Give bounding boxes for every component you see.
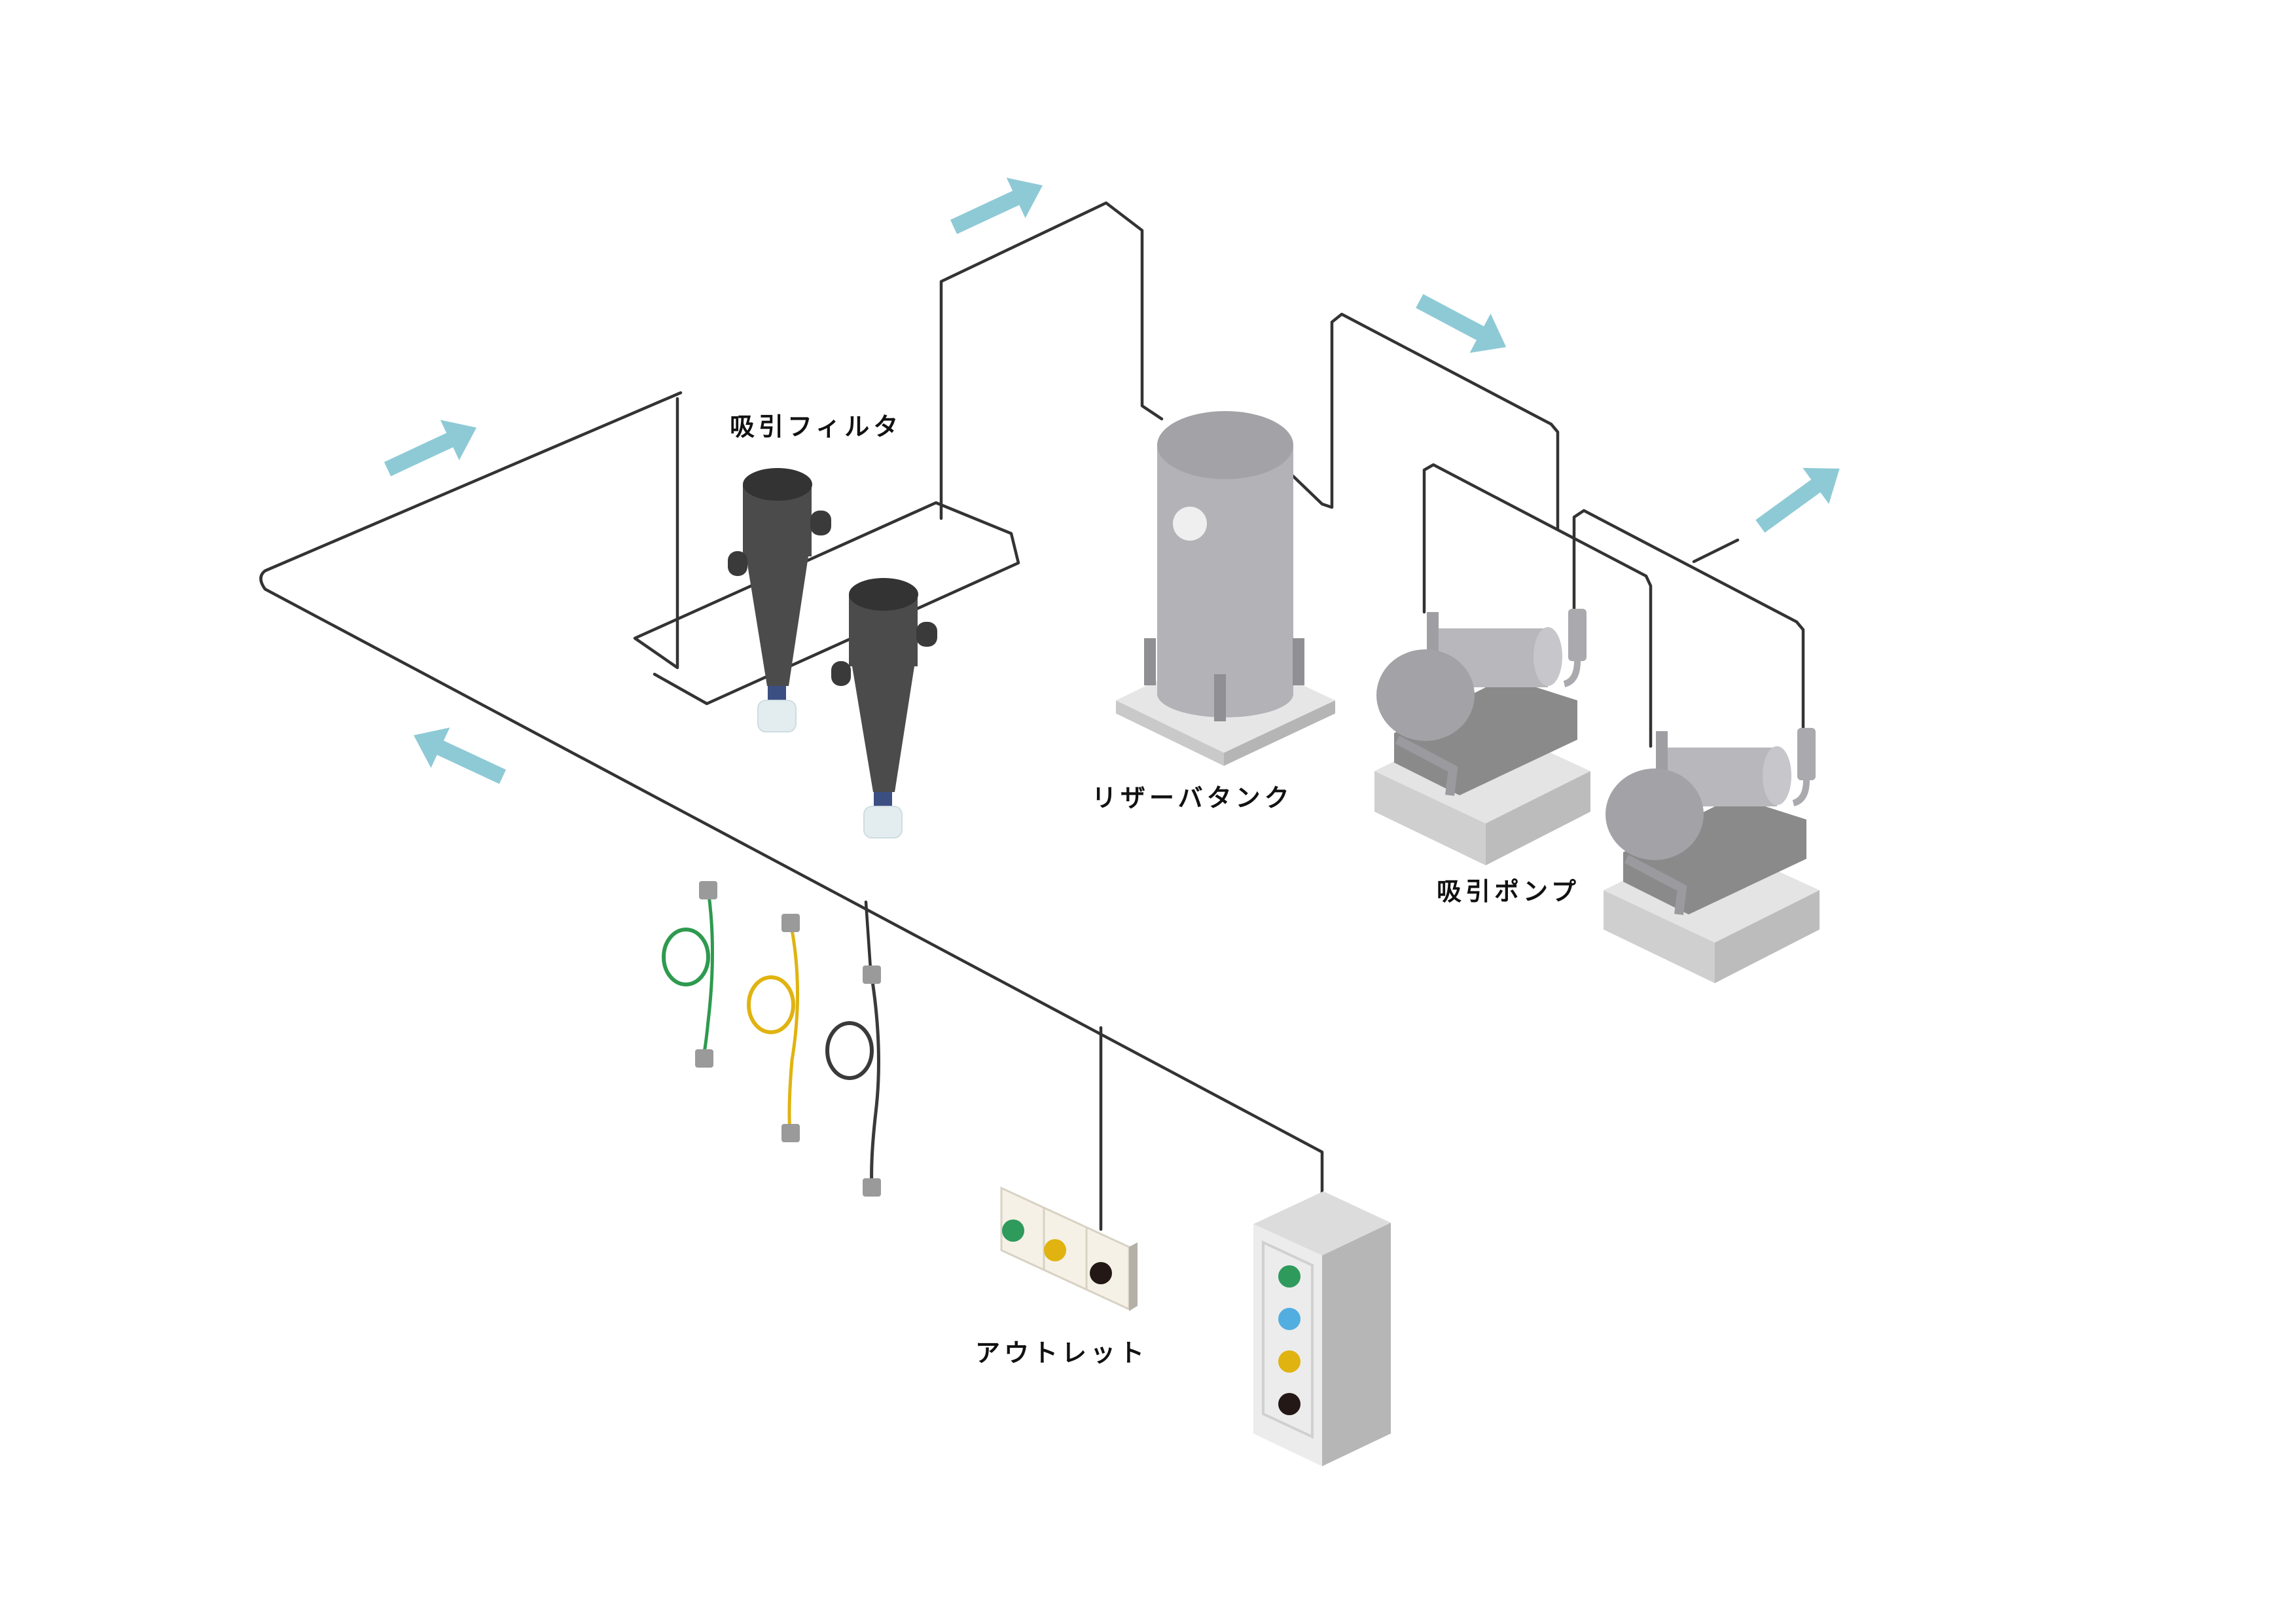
pump-header-pipe bbox=[1286, 312, 1560, 531]
outlet-port-yellow[interactable] bbox=[1044, 1239, 1066, 1261]
suction-filter-left[interactable] bbox=[728, 468, 831, 732]
indicator-yellow bbox=[1278, 1350, 1300, 1373]
main-loop-pipe bbox=[259, 391, 1324, 1226]
arrow-icon bbox=[378, 407, 486, 490]
hose-yellow[interactable] bbox=[747, 914, 800, 1142]
arrow-icon bbox=[1408, 281, 1517, 367]
reservoir-tank[interactable] bbox=[1116, 411, 1335, 766]
arrow-icon bbox=[1747, 450, 1853, 545]
outlet-port-black[interactable] bbox=[1090, 1262, 1112, 1284]
indicator-green bbox=[1278, 1265, 1300, 1288]
reservoir-tank-label: リザーバタンク bbox=[1092, 784, 1293, 812]
indicator-black bbox=[1278, 1393, 1300, 1415]
suction-filter-right[interactable] bbox=[831, 578, 937, 839]
piping bbox=[259, 201, 1805, 1231]
hose-black[interactable] bbox=[825, 965, 881, 1197]
indicator-blue bbox=[1278, 1308, 1300, 1330]
tank-inlet-pipe bbox=[939, 201, 1164, 520]
suction-pump-label: 吸引ポンプ bbox=[1437, 877, 1580, 906]
hose-drop-pipe bbox=[864, 900, 872, 971]
control-panel-icon[interactable] bbox=[1253, 1191, 1391, 1466]
outlet-port-green[interactable] bbox=[1002, 1219, 1024, 1242]
pump2-pipe bbox=[1572, 509, 1805, 738]
arrow-icon bbox=[404, 715, 512, 797]
suction-filter-label: 吸引フィルタ bbox=[730, 412, 902, 441]
suction-pump-1[interactable] bbox=[1374, 609, 1590, 865]
hose-green[interactable] bbox=[662, 881, 717, 1068]
flow-arrows bbox=[378, 165, 1853, 797]
pump1-pipe bbox=[1422, 463, 1653, 748]
outlet-label: アウトレット bbox=[975, 1339, 1148, 1367]
suction-pump-2[interactable] bbox=[1604, 728, 1820, 983]
exhaust-pipe bbox=[1692, 538, 1740, 564]
outlet-icon[interactable] bbox=[1000, 1186, 1138, 1311]
